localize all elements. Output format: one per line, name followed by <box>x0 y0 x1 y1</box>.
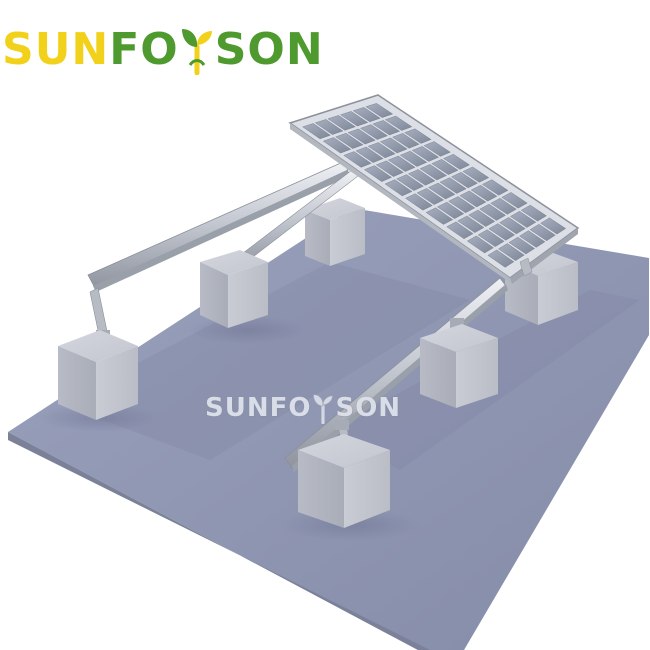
watermark-text-a: SUNFO <box>205 393 312 423</box>
solar-panel <box>288 94 580 284</box>
solar-cell <box>379 137 408 154</box>
sprout-icon <box>181 29 212 75</box>
sprout-icon <box>313 394 334 424</box>
solar-cell <box>519 230 546 248</box>
solar-cell <box>451 172 478 189</box>
solar-cell <box>399 150 428 167</box>
solar-cell <box>363 165 392 182</box>
solar-cell <box>367 142 396 159</box>
solar-cell <box>335 132 364 149</box>
solar-cell <box>466 235 494 254</box>
solar-cell <box>392 133 420 149</box>
ballast-block <box>420 324 498 408</box>
solar-cell <box>446 221 474 240</box>
solar-cell <box>343 151 372 168</box>
watermark: SUNFO SON <box>205 388 401 428</box>
solar-cell <box>540 217 567 235</box>
solar-cell <box>443 153 470 170</box>
solar-cell <box>360 124 388 140</box>
solar-cell <box>408 169 436 186</box>
solar-cell <box>462 166 490 183</box>
logo-text-son: SON <box>214 24 324 75</box>
solar-cell <box>459 190 487 208</box>
solar-cell <box>384 115 413 131</box>
ballast-block <box>305 198 365 266</box>
logo-text-sun: SUN <box>2 24 110 75</box>
solar-cell <box>384 179 413 197</box>
solar-cell <box>375 160 404 177</box>
solar-cell <box>457 215 485 233</box>
solar-cell <box>520 204 547 222</box>
ballast-block <box>200 250 268 328</box>
solar-cell <box>428 182 456 200</box>
solar-cell <box>347 128 376 145</box>
solar-cell <box>439 177 467 194</box>
solar-cell <box>501 192 528 209</box>
solar-cell <box>352 107 381 123</box>
solar-cell <box>314 119 344 135</box>
solar-cell <box>411 146 439 162</box>
solar-cell <box>477 229 505 247</box>
solar-cell <box>425 207 454 225</box>
solar-cell <box>423 141 451 157</box>
solar-cell <box>479 203 506 221</box>
solar-cell <box>470 185 498 202</box>
ballast-block <box>58 330 138 420</box>
solar-cell <box>365 103 394 118</box>
solar-cell <box>302 123 331 140</box>
logo-text-fo: FO <box>109 24 179 75</box>
solar-cell <box>488 223 516 241</box>
solar-cell <box>431 159 459 175</box>
solar-cell <box>529 224 556 241</box>
brand-logo: SUN FO SON <box>2 22 324 78</box>
left-rail-assembly <box>87 161 359 341</box>
solar-cell <box>468 209 496 227</box>
solar-cells <box>302 103 567 268</box>
solar-cell <box>437 201 465 219</box>
solar-cell <box>322 137 352 154</box>
solar-cell <box>372 120 401 136</box>
solar-cell <box>498 243 525 261</box>
solar-cell <box>481 179 509 196</box>
solar-cell <box>416 188 445 205</box>
solar-cell <box>508 236 535 255</box>
solar-cell <box>448 196 476 214</box>
solar-cell <box>327 115 356 131</box>
ballast-block <box>298 434 390 528</box>
solar-cell <box>405 193 433 211</box>
solar-cell <box>340 111 369 127</box>
solar-cell <box>404 128 432 144</box>
solar-cell <box>487 249 515 268</box>
solar-cell <box>387 155 416 172</box>
watermark-text-b: SON <box>335 393 402 423</box>
solar-cell <box>355 146 384 163</box>
solar-cell <box>510 211 537 228</box>
solar-cell <box>490 198 517 215</box>
solar-cell <box>396 174 424 191</box>
solar-cell <box>499 217 526 235</box>
solar-cell <box>419 164 447 181</box>
